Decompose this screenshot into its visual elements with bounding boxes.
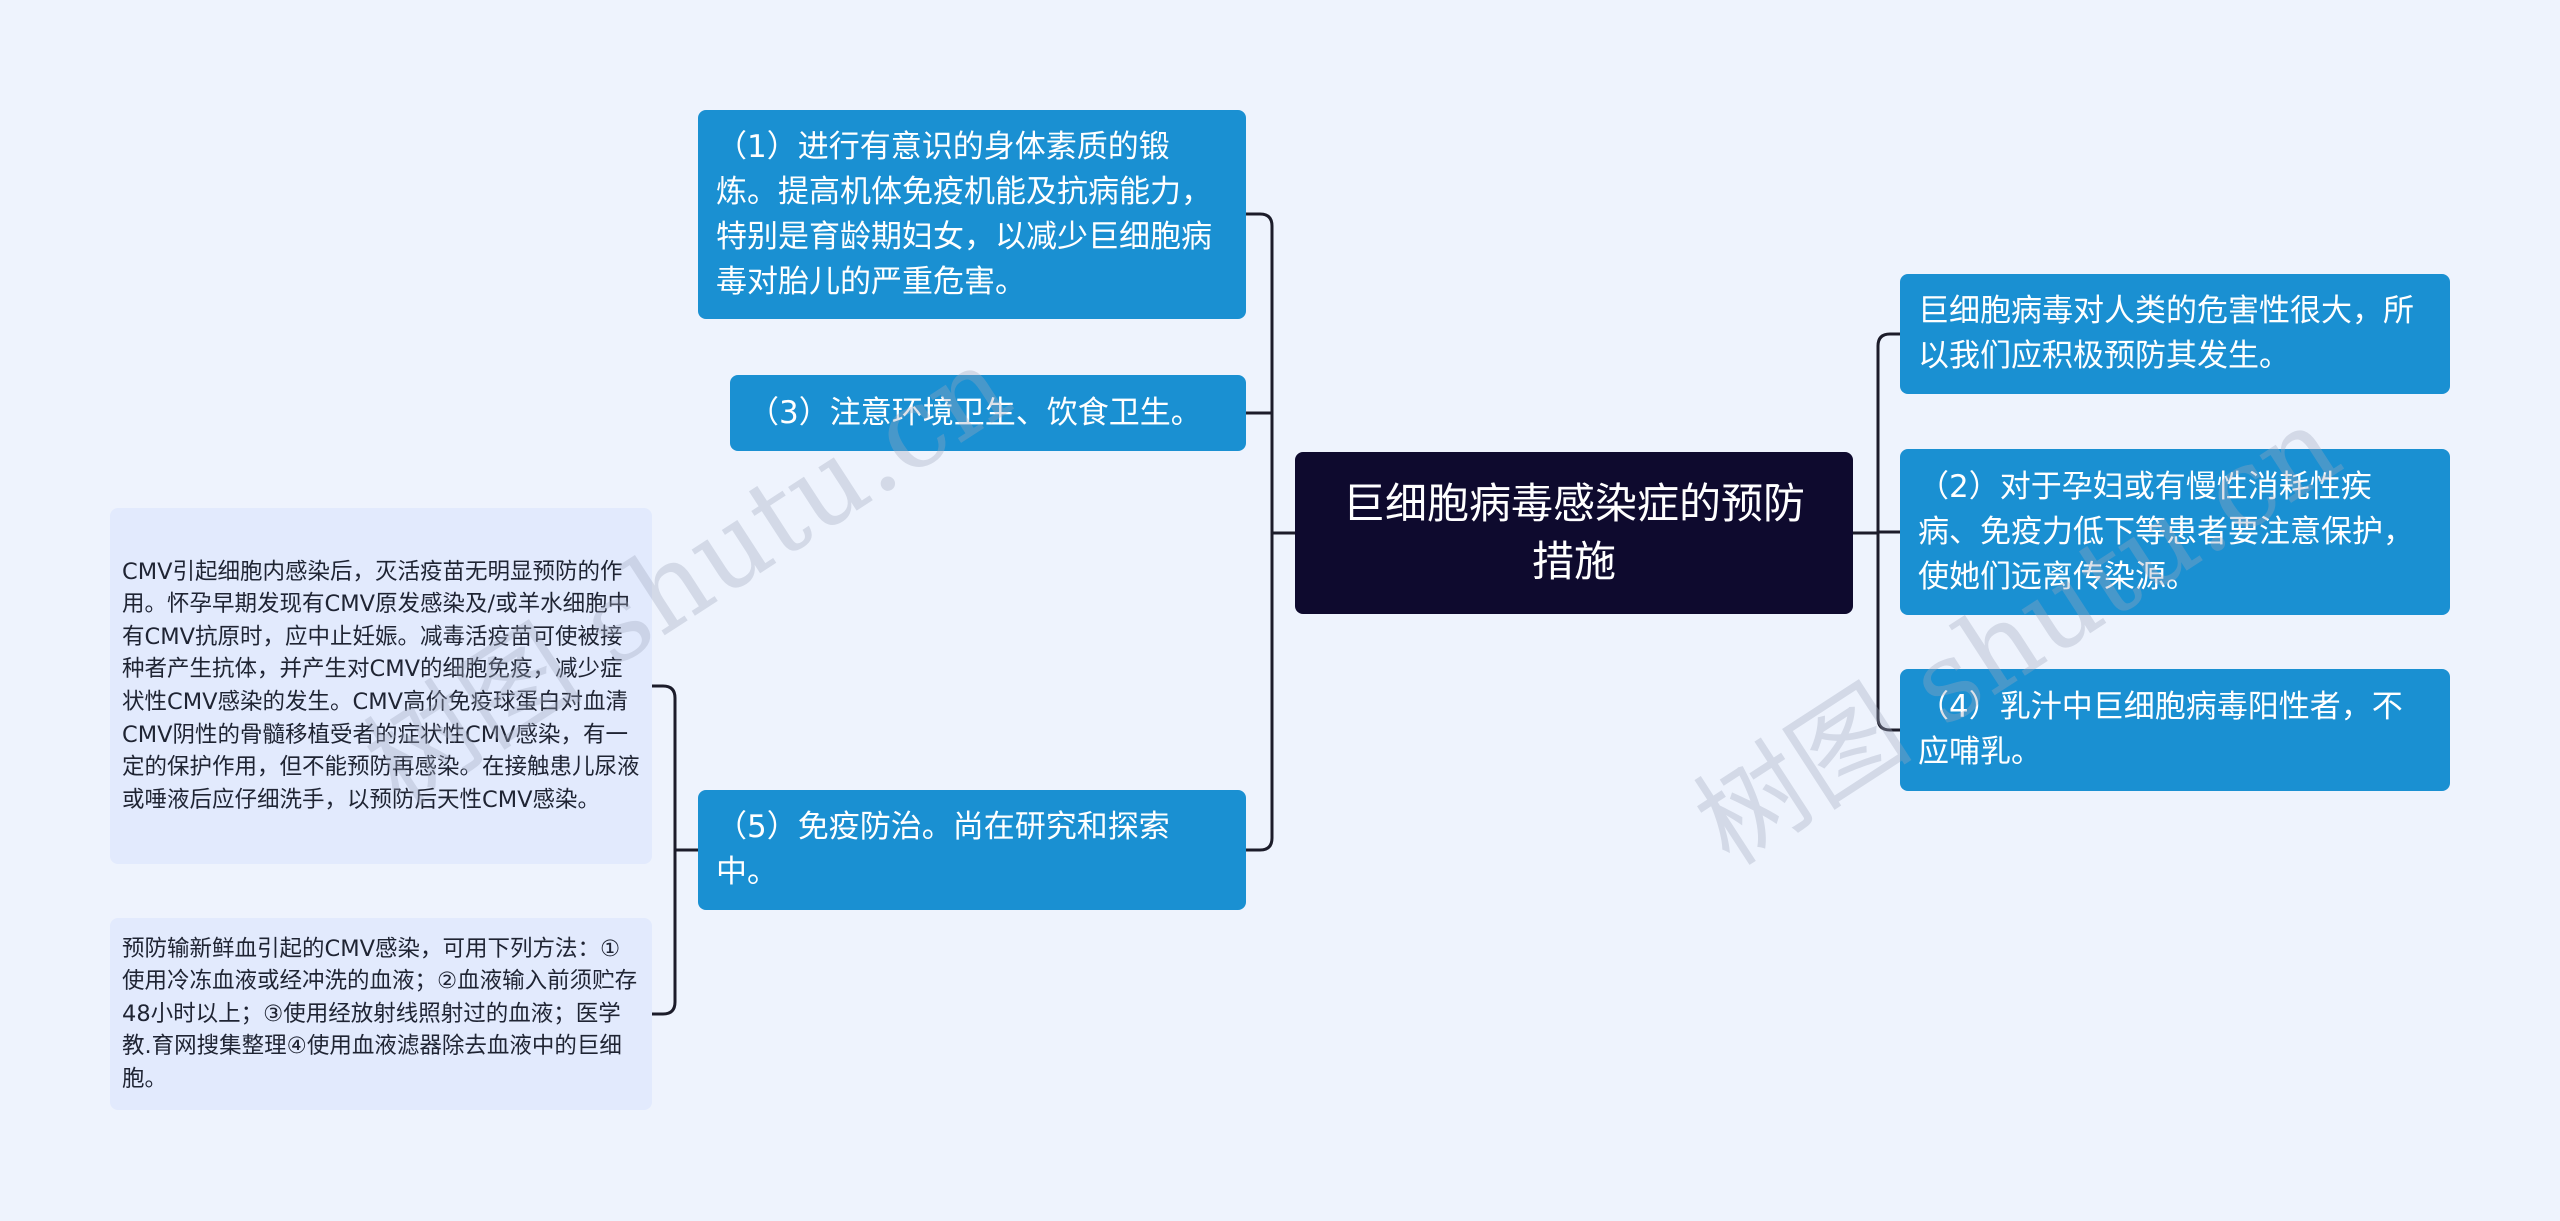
branch-text: 巨细胞病毒对人类的危害性很大，所以我们应积极预防其发生。 xyxy=(1918,293,2414,374)
root-topic-text: 巨细胞病毒感染症的预防措施 xyxy=(1342,479,1805,586)
branch-text: （4）乳汁中巨细胞病毒阳性者，不应哺乳。 xyxy=(1918,689,2403,770)
branch-immunization[interactable]: （5）免疫防治。尚在研究和探索中。 xyxy=(698,790,1246,910)
leaf-text: 预防输新鲜血引起的CMV感染，可用下列方法：①使用冷冻血液或经冲洗的血液；②血液… xyxy=(122,935,638,1092)
branch-harmfulness[interactable]: 巨细胞病毒对人类的危害性很大，所以我们应积极预防其发生。 xyxy=(1900,274,2450,394)
connector-right-r1 xyxy=(1876,332,1902,535)
leaf-vaccine-details[interactable]: CMV引起细胞内感染后，灭活疫苗无明显预防的作用。怀孕早期发现有CMV原发感染及… xyxy=(110,508,652,864)
connector-b5-l2 xyxy=(650,848,677,1016)
connector-b5-l1 xyxy=(650,684,677,852)
branch-text: （1）进行有意识的身体素质的锻炼。提高机体免疫机能及抗病能力，特别是育龄期妇女，… xyxy=(716,128,1212,300)
branch-hygiene[interactable]: （3）注意环境卫生、饮食卫生。 xyxy=(730,375,1246,451)
branch-protect-patients[interactable]: （2）对于孕妇或有慢性消耗性疾病、免疫力低下等患者要注意保护，使她们远离传染源。 xyxy=(1900,449,2450,615)
connector-right-r3 xyxy=(1876,531,1902,732)
leaf-text: CMV引起细胞内感染后，灭活疫苗无明显预防的作用。怀孕早期发现有CMV原发感染及… xyxy=(122,558,640,813)
branch-breastfeeding[interactable]: （4）乳汁中巨细胞病毒阳性者，不应哺乳。 xyxy=(1900,669,2450,791)
branch-text: （2）对于孕妇或有慢性消耗性疾病、免疫力低下等患者要注意保护，使她们远离传染源。 xyxy=(1918,468,2414,595)
branch-physical-exercise[interactable]: （1）进行有意识的身体素质的锻炼。提高机体免疫机能及抗病能力，特别是育龄期妇女，… xyxy=(698,110,1246,319)
branch-text: （5）免疫防治。尚在研究和探索中。 xyxy=(716,809,1170,890)
branch-text: （3）注意环境卫生、饮食卫生。 xyxy=(748,394,1202,431)
root-topic[interactable]: 巨细胞病毒感染症的预防措施 xyxy=(1295,452,1853,614)
leaf-blood-transfusion[interactable]: 预防输新鲜血引起的CMV感染，可用下列方法：①使用冷冻血液或经冲洗的血液；②血液… xyxy=(110,918,652,1110)
connector-left-b1 xyxy=(1244,212,1274,535)
connector-left-b5 xyxy=(1244,531,1274,852)
